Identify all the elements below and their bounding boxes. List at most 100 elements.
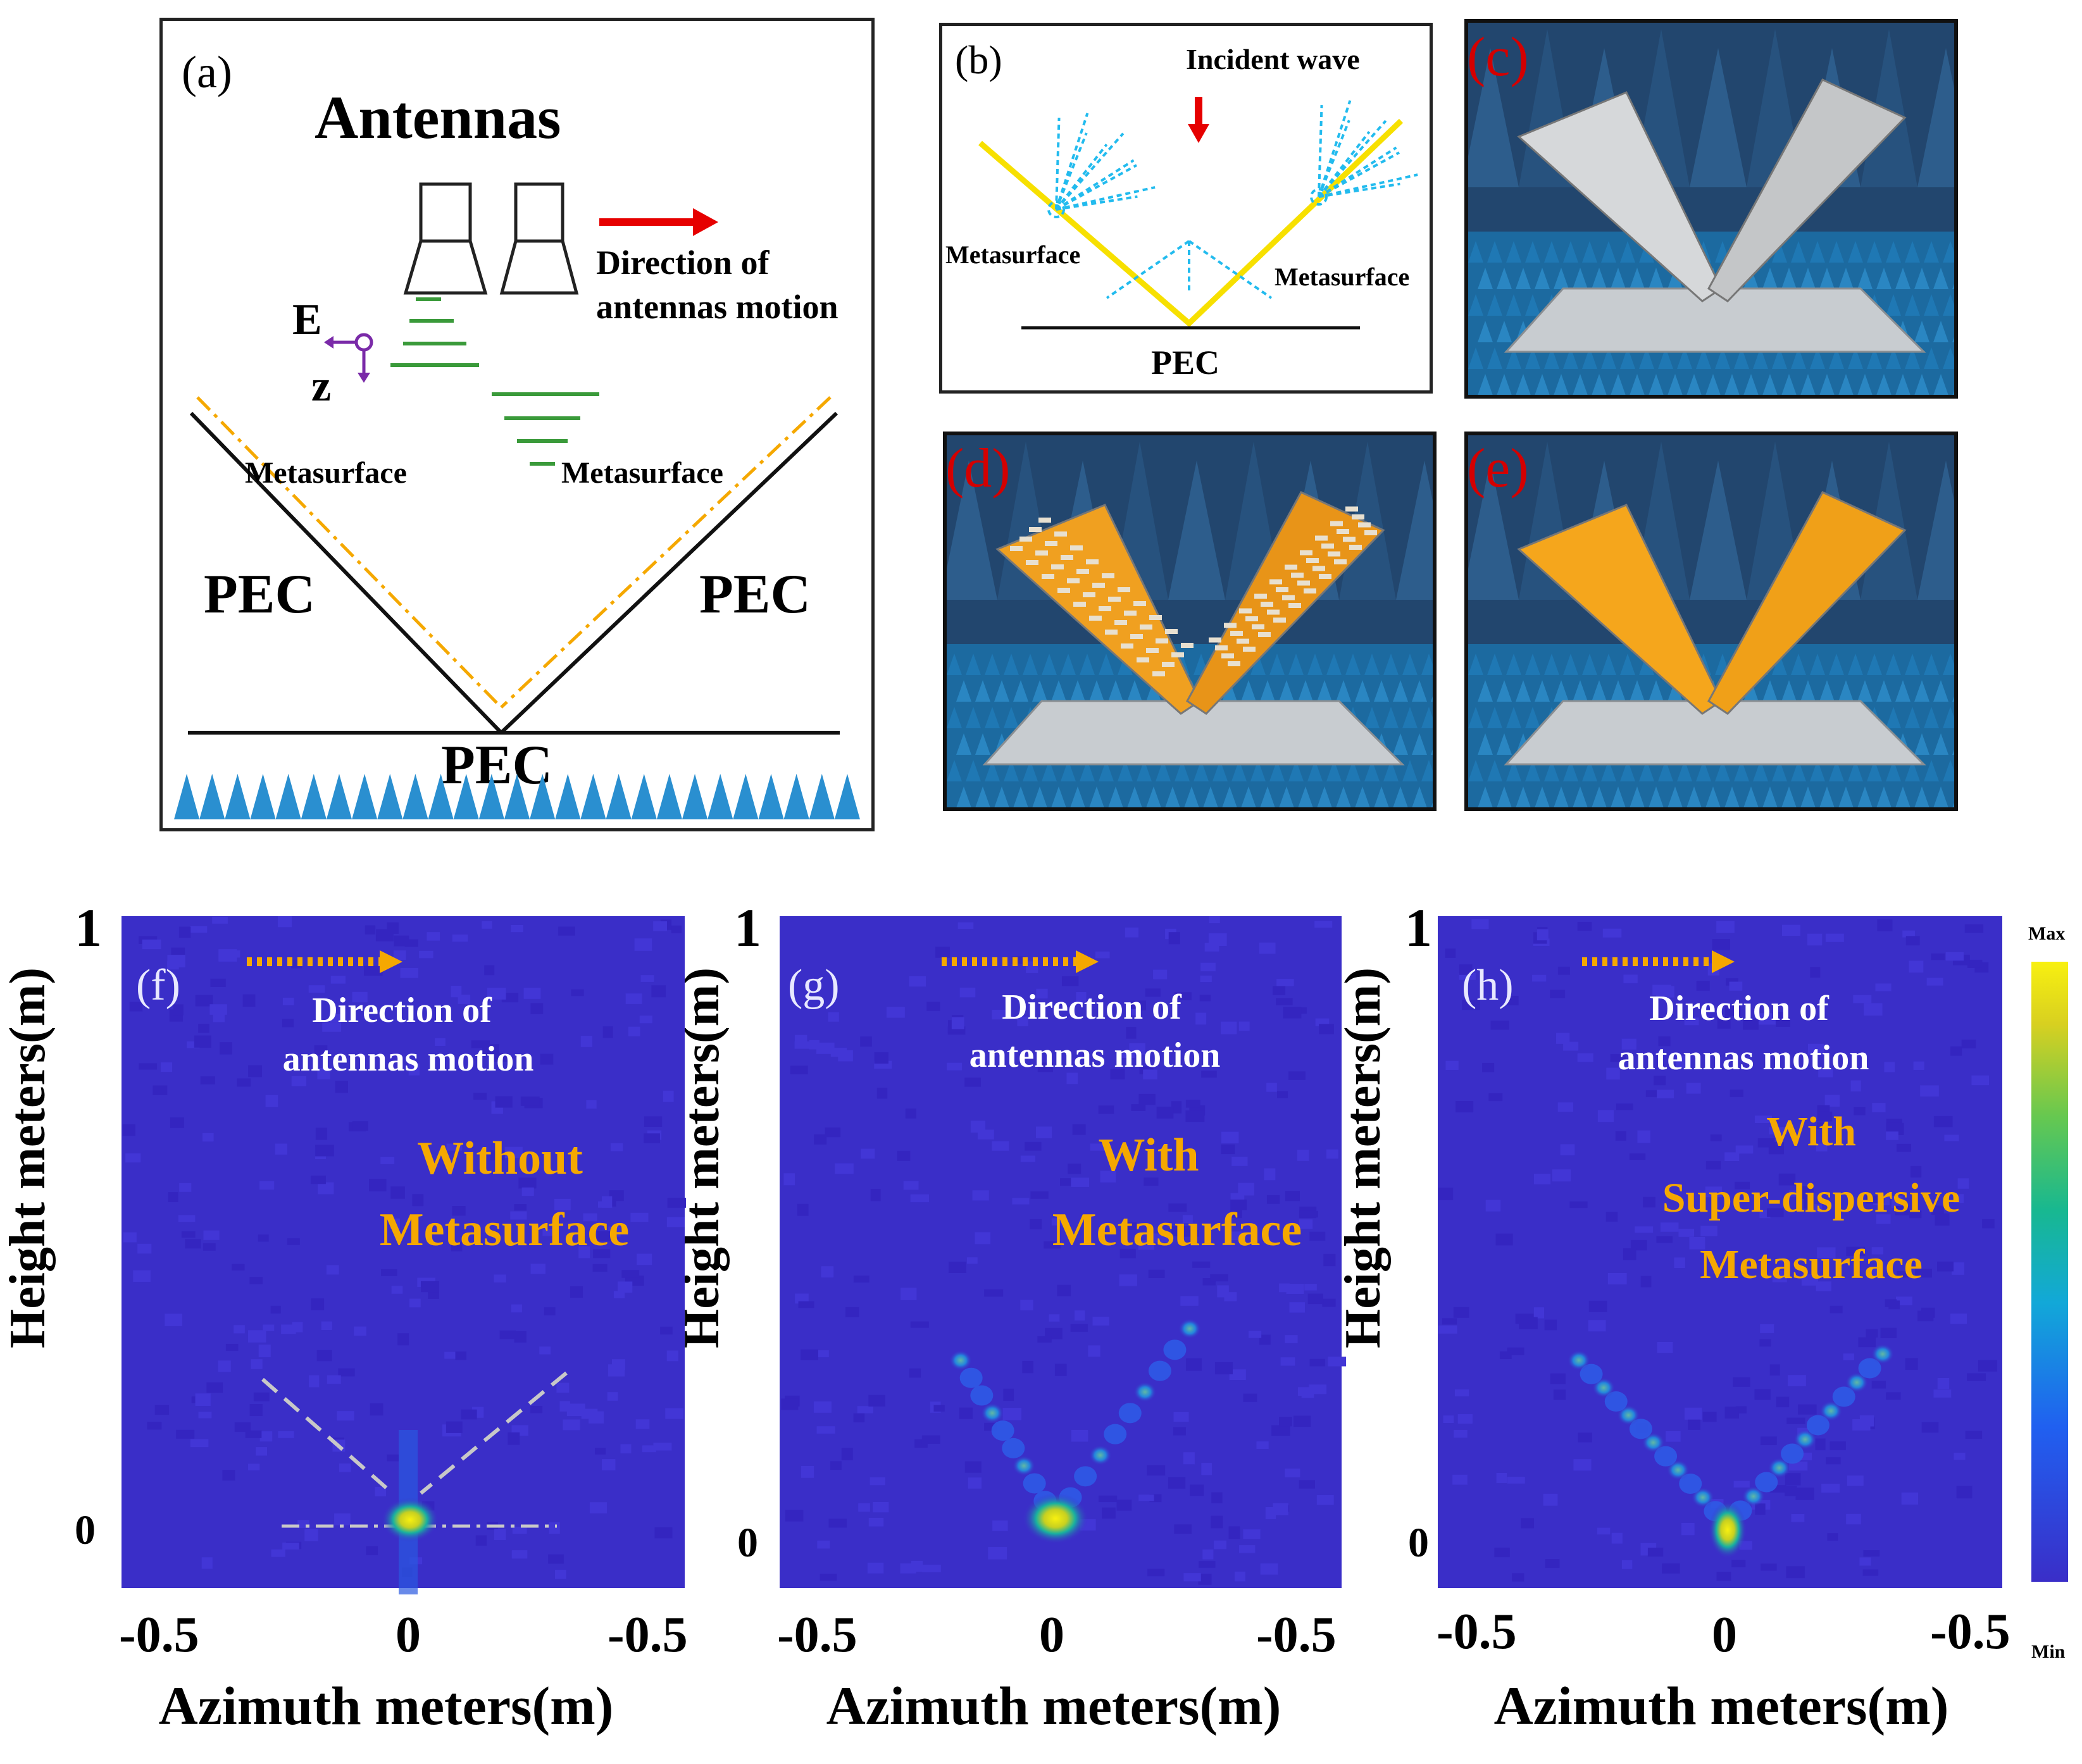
speckle xyxy=(1911,1165,1922,1177)
caption-g-line2: Metasurface xyxy=(1052,1204,1302,1256)
speckle xyxy=(390,1186,405,1199)
speckle xyxy=(1789,1190,1801,1197)
speckle xyxy=(1555,1033,1570,1044)
hotspot xyxy=(1023,1493,1088,1544)
speckle xyxy=(1265,1506,1276,1520)
speckle xyxy=(419,950,433,959)
speckle xyxy=(1967,1373,1986,1381)
speckle xyxy=(1921,1422,1939,1433)
speckle xyxy=(1954,1452,1966,1460)
speckle xyxy=(322,1022,342,1032)
speckle xyxy=(408,1063,420,1076)
scatter-spot xyxy=(1806,1415,1830,1436)
absorber-cone xyxy=(1895,374,1911,395)
speckle xyxy=(1280,1357,1295,1366)
speckle xyxy=(1494,1548,1510,1558)
scatter-ray xyxy=(1318,173,1418,198)
speckle xyxy=(1171,1226,1190,1236)
speckle xyxy=(1807,1043,1824,1055)
scatter-spot xyxy=(1642,1432,1665,1453)
z-label: z xyxy=(311,362,331,411)
speckle xyxy=(570,1286,583,1298)
speckle xyxy=(387,922,399,935)
absorber-cone xyxy=(1383,654,1399,675)
speckle xyxy=(781,1398,799,1410)
plate-right xyxy=(1186,491,1385,715)
ytick-0-h: 0 xyxy=(1408,1520,1429,1566)
absorber-cone xyxy=(1506,654,1521,675)
speckle xyxy=(1445,1060,1459,1070)
photo-e-label: (e) xyxy=(1467,438,1529,499)
absorber-cone xyxy=(1762,374,1778,395)
speckle xyxy=(1757,1138,1775,1148)
speckle xyxy=(1138,1093,1156,1105)
absorber-cone xyxy=(1772,654,1787,675)
metasurface-cell xyxy=(1224,623,1237,628)
speckle xyxy=(1044,1241,1061,1249)
scatter-ray xyxy=(1055,118,1061,210)
photo-d-label: (d) xyxy=(945,438,1011,499)
speckle xyxy=(1824,1095,1840,1107)
absorber-cone xyxy=(1042,760,1057,781)
absorber-cone xyxy=(1620,760,1635,781)
speckle xyxy=(451,1242,463,1252)
absorber-cone xyxy=(1582,654,1597,675)
absorber-cone xyxy=(1487,347,1502,369)
pec-label: PEC xyxy=(1151,344,1219,382)
absorber-cone xyxy=(956,680,971,702)
speckle xyxy=(366,1546,378,1556)
absorber-spike xyxy=(606,774,632,819)
scatter-spot xyxy=(949,1350,972,1370)
absorber-spikes xyxy=(174,774,860,819)
absorber-cone xyxy=(1478,733,1493,755)
speckle xyxy=(178,926,191,938)
motion-h-line2: antennas motion xyxy=(1618,1038,1869,1078)
horn-antenna-left xyxy=(403,182,488,295)
absorber-spike xyxy=(758,774,784,819)
absorber-cone xyxy=(1611,680,1626,702)
speckle xyxy=(594,1448,606,1455)
metasurface-cell xyxy=(1243,647,1256,652)
ytick-1-h: 1 xyxy=(1405,897,1432,958)
absorber-cone xyxy=(1895,680,1911,702)
speckle xyxy=(309,1375,320,1388)
absorber-cone xyxy=(1099,760,1114,781)
metasurface-cell xyxy=(1019,537,1032,542)
xtick-mid-f: 0 xyxy=(396,1607,421,1663)
absorber-cone xyxy=(1838,680,1854,702)
speckle xyxy=(1442,1318,1457,1325)
absorber-cone xyxy=(1573,374,1588,395)
motion-label-line1: Direction of xyxy=(596,244,770,282)
speckle xyxy=(1830,1305,1843,1314)
speckle xyxy=(592,1264,608,1272)
speckle xyxy=(1319,1024,1334,1034)
speckle xyxy=(608,1364,625,1377)
speckle xyxy=(1847,1475,1864,1486)
speckle xyxy=(263,1324,275,1331)
speckle xyxy=(566,1403,585,1417)
speckle xyxy=(1643,1196,1655,1208)
speckle xyxy=(495,1096,513,1108)
scatter-ray xyxy=(1055,159,1135,211)
absorber-cone xyxy=(1497,321,1512,342)
speckle xyxy=(1457,1414,1473,1424)
speckle xyxy=(170,1117,184,1128)
speckle xyxy=(665,1408,684,1419)
speckle xyxy=(1967,959,1983,968)
metasurface-cell xyxy=(1221,653,1234,659)
absorber-cone xyxy=(1506,760,1521,781)
absorber-cone xyxy=(1554,680,1569,702)
speckle xyxy=(959,1407,973,1419)
colorbar-min: Min xyxy=(2031,1641,2066,1662)
speckle xyxy=(514,1204,527,1211)
photo-d xyxy=(943,432,1437,811)
scatter-ray xyxy=(1106,240,1190,299)
absorber-cone xyxy=(1421,654,1433,675)
absorber-cone xyxy=(1544,347,1559,369)
metasurface-cell xyxy=(1319,574,1331,579)
speckle xyxy=(1438,1325,1457,1334)
speckle xyxy=(1909,960,1924,973)
speckle xyxy=(1131,1104,1146,1112)
speckle xyxy=(1863,1550,1880,1557)
speckle xyxy=(1602,928,1622,938)
